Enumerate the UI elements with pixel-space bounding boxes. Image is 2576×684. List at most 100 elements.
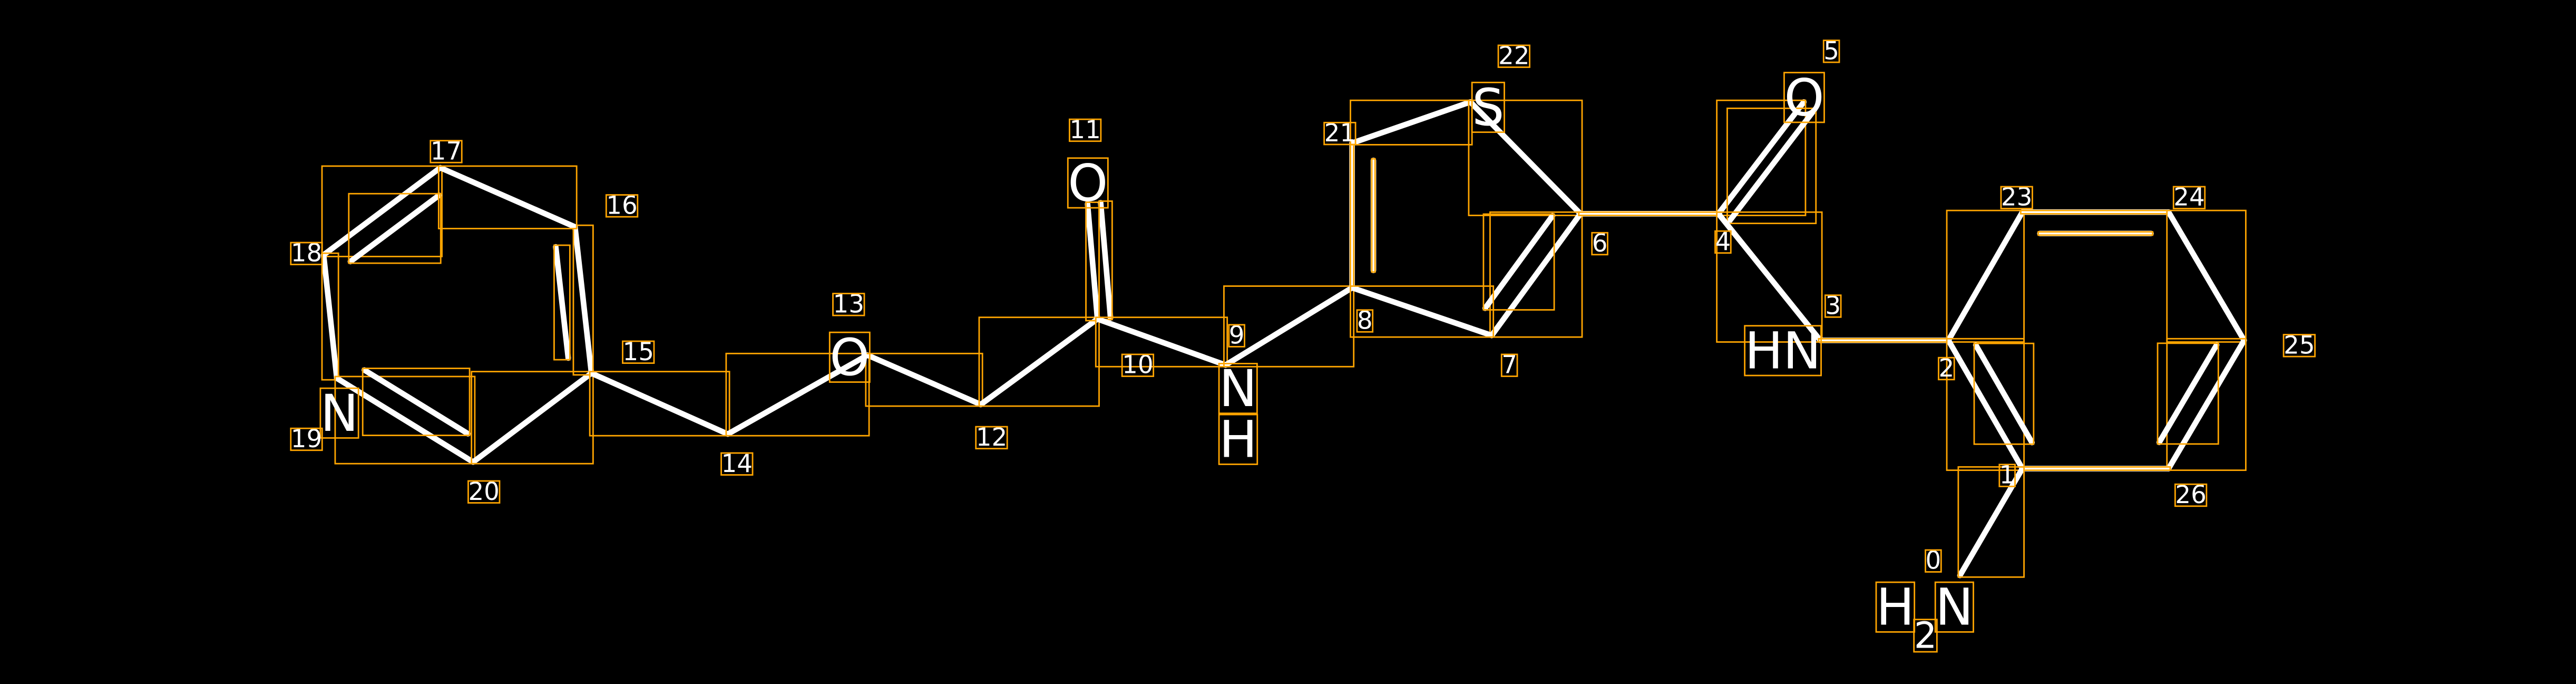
- index-bounding-box: [975, 426, 1008, 450]
- bond-10-11-second: [1098, 200, 1114, 321]
- atom-symbol-11: O: [1068, 153, 1108, 213]
- index-bounding-box: [605, 194, 639, 218]
- index-bounding-box: [467, 480, 501, 504]
- bond-22-6: [1467, 99, 1584, 217]
- index-bounding-box: [622, 340, 655, 364]
- bond-4-5: [1715, 99, 1807, 217]
- bond-bounding-box: [725, 352, 870, 437]
- atom-index-16: 16: [606, 191, 638, 220]
- atom-index-13: 13: [833, 290, 864, 319]
- bond-bounding-box: [553, 244, 571, 361]
- bond-bounding-box: [321, 165, 443, 257]
- atom-index-3: 3: [1825, 292, 1841, 321]
- index-bounding-box: [832, 293, 865, 316]
- bond-1-2: [1945, 338, 2025, 471]
- bond-24-25: [2165, 209, 2247, 343]
- label-bounding-box: [1744, 325, 1822, 377]
- bond-4-5-second: [1726, 107, 1817, 225]
- bond-6-7-inner: [1482, 213, 1556, 311]
- label-bounding-box: [828, 331, 871, 383]
- index-bounding-box: [1500, 353, 1518, 377]
- bond-bounding-box: [1946, 209, 2025, 343]
- bond-15-16: [572, 224, 594, 377]
- atom-index-0: 0: [1926, 547, 1941, 575]
- atom-index-21: 21: [1324, 119, 1356, 148]
- atom-index-7: 7: [1501, 351, 1517, 380]
- bond-25-26: [2165, 338, 2247, 471]
- bond-10-9: [1095, 316, 1228, 368]
- atom-index-1: 1: [1999, 461, 2015, 490]
- bond-13-12: [864, 352, 984, 408]
- atom-index-2: 2: [1938, 354, 1954, 383]
- atom-index-5: 5: [1823, 37, 1839, 65]
- bond-10-11: [1085, 201, 1100, 322]
- bond-layer: [320, 99, 2247, 579]
- atom-index-25: 25: [2284, 331, 2315, 360]
- label-bounding-box: [319, 387, 359, 439]
- bond-bounding-box: [2166, 209, 2247, 343]
- atom-index-14: 14: [721, 450, 753, 478]
- bond-bounding-box: [321, 252, 339, 381]
- index-bounding-box: [1714, 230, 1732, 254]
- label-bounding-box: [1913, 619, 1938, 653]
- bond-12-10: [978, 316, 1100, 408]
- bond-19-20: [334, 375, 476, 465]
- atom-index-26: 26: [2175, 481, 2207, 509]
- atom-index-15: 15: [622, 338, 654, 367]
- bond-bounding-box: [1726, 107, 1817, 225]
- label-bounding-box: [1875, 581, 1916, 633]
- bond-7-8: [1349, 285, 1495, 339]
- index-bounding-box: [1497, 44, 1530, 68]
- index-bounding-box: [1323, 122, 1357, 146]
- bond-bounding-box: [334, 375, 476, 465]
- atom-index-18: 18: [291, 239, 323, 268]
- atom-index-12: 12: [976, 423, 1008, 452]
- atom-symbol-0: H: [1876, 577, 1915, 637]
- bond-bounding-box: [2157, 342, 2219, 445]
- bond-15-16-inner: [553, 244, 571, 361]
- bond-bounding-box: [1350, 285, 1495, 338]
- index-bounding-box: [2172, 186, 2206, 209]
- index-bounding-box: [1824, 294, 1842, 318]
- bond-bounding-box: [2037, 231, 2154, 236]
- index-bounding-box: [720, 452, 754, 476]
- atom-symbol-22: S: [1472, 78, 1504, 137]
- bond-bounding-box: [865, 352, 983, 407]
- index-bounding-box: [290, 242, 323, 265]
- atom-index-20: 20: [468, 478, 500, 506]
- bond-bounding-box: [1482, 213, 1555, 311]
- label-bounding-box: [1471, 81, 1505, 133]
- index-bounding-box: [1938, 357, 1955, 381]
- index-bounding-box: [2282, 334, 2316, 358]
- bond-bounding-box: [589, 371, 730, 437]
- index-bounding-box: [1228, 324, 1245, 348]
- atom-index-22: 22: [1498, 42, 1529, 71]
- bond-bounding-box: [1468, 99, 1583, 216]
- label-bounding-box: [1934, 581, 1974, 633]
- index-bounding-box: [2174, 483, 2208, 507]
- bond-19-20-inner: [362, 367, 471, 437]
- atom-index-10: 10: [1122, 351, 1154, 380]
- atom-symbol-9: H: [1219, 410, 1257, 469]
- bond-16-17: [437, 165, 578, 230]
- bond-bounding-box: [1973, 342, 2035, 445]
- bond-21-22: [1349, 99, 1474, 146]
- atom-symbol-13: O: [830, 327, 870, 387]
- label-bounding-box: [1218, 363, 1258, 415]
- index-bounding-box: [1822, 40, 1840, 63]
- atom-index-9: 9: [1229, 322, 1245, 350]
- index-bounding-box: [1591, 232, 1608, 256]
- atom-index-24: 24: [2173, 184, 2205, 212]
- atom-index-8: 8: [1357, 307, 1373, 335]
- index-bounding-box: [1356, 309, 1374, 333]
- bond-bounding-box: [572, 224, 594, 376]
- bond-20-15: [470, 370, 594, 465]
- index-bounding-box: [430, 140, 463, 163]
- bond-bounding-box: [978, 316, 1100, 407]
- atom-symbol-5: O: [1784, 68, 1824, 127]
- bond-17-18-inner: [347, 192, 442, 265]
- bond-bounding-box: [1716, 211, 1823, 343]
- atom-index-11: 11: [1069, 116, 1101, 144]
- index-bounding-box: [290, 427, 323, 451]
